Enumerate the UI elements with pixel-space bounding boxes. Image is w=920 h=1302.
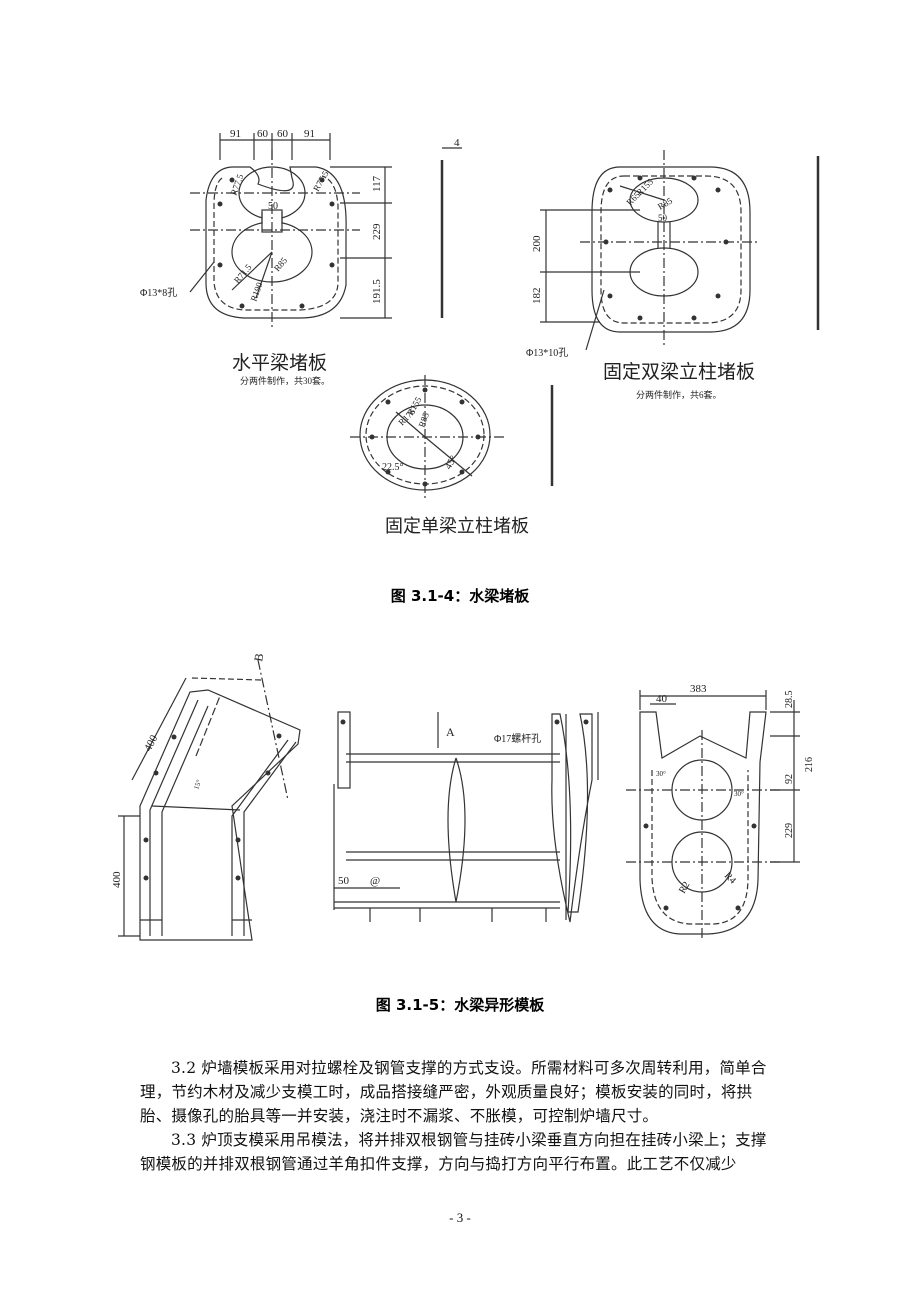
label-r85-single: R85 — [416, 411, 431, 429]
dim-elbow-400-bottom: 400 — [111, 871, 123, 888]
label-angle-45: 45° — [443, 454, 460, 472]
dim-40: 40 — [656, 693, 668, 705]
body-text: 3.2 炉墙模板采用对拉螺栓及钢管支撑的方式支设。所需材料可多次周转利用，简单合… — [140, 1056, 780, 1176]
label-bolt-hole: Φ17螺杆孔 — [494, 733, 541, 745]
caption-figure-3-1-5: 图 3.1-5：水梁异形模板 — [375, 996, 545, 1014]
dim-91-left: 91 — [230, 128, 241, 140]
label-a: A — [446, 725, 455, 739]
dim-28-5: 28.5 — [784, 691, 795, 709]
dim-200: 200 — [531, 235, 543, 252]
label-r190: R190 — [248, 280, 264, 302]
dim-60-a: 60 — [257, 128, 269, 140]
caption-figure-3-1-4: 图 3.1-4：水梁堵板 — [390, 587, 530, 605]
label-r77-5-b: R77.5 — [311, 169, 331, 193]
label-r71-5: R71.5 — [232, 262, 254, 285]
label-r4: R4 — [722, 870, 738, 886]
label-r85: R85 — [272, 255, 290, 273]
dim-191-5: 191.5 — [371, 279, 383, 304]
label-elbow-angle: 15° — [192, 779, 203, 791]
label-angle-22-5: 22.5° — [382, 462, 404, 473]
dim-91-right: 91 — [304, 128, 315, 140]
label-r2: R2 — [677, 880, 692, 896]
figure-water-beam-special-formwork: B 400 400 15° A Φ17螺杆孔 50 @ 383 40 28.5 … — [111, 652, 815, 941]
dim-182: 182 — [531, 288, 543, 305]
dim-216: 216 — [804, 757, 815, 772]
dim-elbow-400-top: 400 — [142, 733, 161, 754]
note-horizontal-beam: 分两件制作，共30套。 — [240, 375, 330, 386]
label-hole-10: Φ13*10孔 — [526, 347, 568, 359]
label-b: B — [251, 652, 266, 662]
dim-60-b: 60 — [277, 128, 289, 140]
label-angle-30-left: 30° — [656, 770, 666, 778]
note-double-beam: 分两件制作，共6套。 — [636, 389, 722, 400]
page-number: - 3 - — [449, 1210, 471, 1225]
paragraph-3-3: 3.3 炉顶支模采用吊模法，将并排双根钢管与挂砖小梁垂直方向担在挂砖小梁上；支撑… — [140, 1131, 767, 1173]
label-r77-5-a: R77.5 — [228, 172, 245, 196]
paragraph-3-2: 3.2 炉墙模板采用对拉螺栓及钢管支撑的方式支设。所需材料可多次周转利用，简单合… — [140, 1059, 767, 1125]
title-horizontal-beam-plate: 水平梁堵板 — [232, 352, 327, 374]
label-50-double: 50 — [658, 213, 668, 223]
label-50: 50 — [268, 201, 278, 212]
dim-at: @ — [370, 875, 380, 887]
title-double-beam-plate: 固定双梁立柱堵板 — [603, 361, 755, 383]
dim-50: 50 — [338, 875, 350, 887]
dim-229: 229 — [371, 223, 383, 240]
label-angle-30-right: 30° — [734, 790, 744, 798]
dim-383: 383 — [690, 683, 707, 695]
label-hole-8: Φ13*8孔 — [140, 287, 177, 299]
dim-117: 117 — [371, 175, 383, 192]
dim-thickness: 4 — [454, 137, 460, 149]
dim-92: 92 — [784, 774, 795, 784]
title-single-beam-plate: 固定单梁立柱堵板 — [385, 516, 529, 536]
dim-229-end: 229 — [784, 823, 795, 838]
figure-water-beam-plates: 91 60 60 91 4 117 229 191.5 R77.5 R77.5 … — [140, 128, 820, 536]
